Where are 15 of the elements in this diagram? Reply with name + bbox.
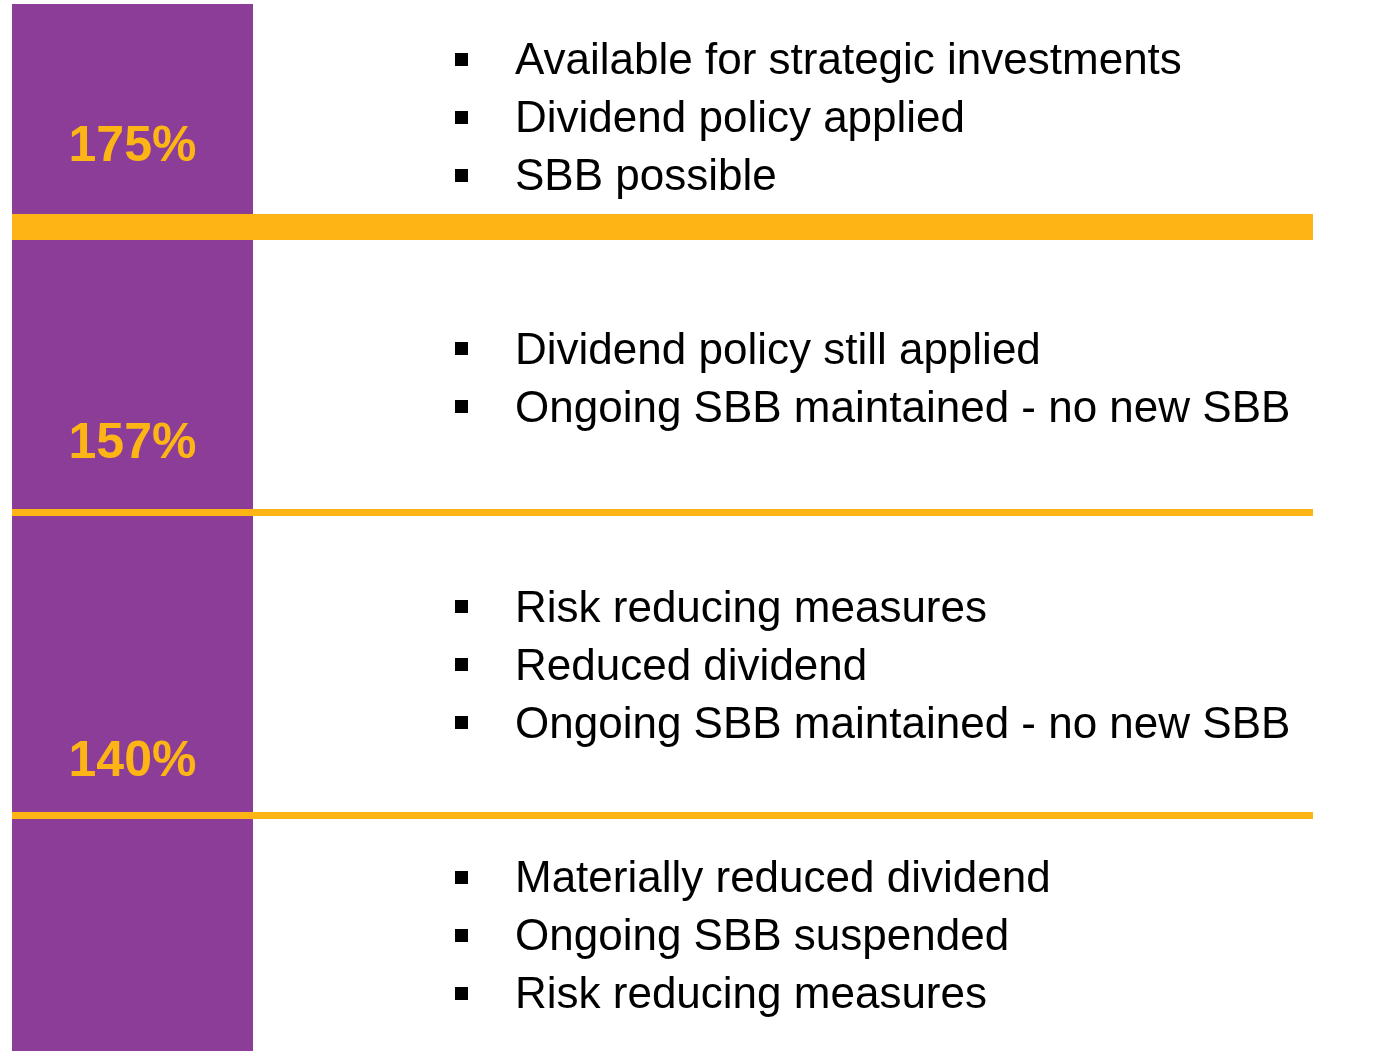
list-item-text: Reduced dividend [515, 638, 868, 691]
list-item-text: Materially reduced dividend [515, 851, 1051, 903]
list-item-text: Ongoing SBB maintained - no new SBB [515, 380, 1291, 433]
list-item-text: Dividend policy applied [515, 91, 966, 143]
list-item-text: Dividend policy still applied [515, 322, 1041, 375]
threshold-label: 175% [67, 115, 198, 173]
list-item-text: SBB possible [515, 149, 777, 201]
threshold-label: 140% [67, 730, 198, 788]
list-item-text: Risk reducing measures [515, 967, 987, 1019]
list-item-text: Available for strategic investments [515, 33, 1182, 85]
list-item-text: Ongoing SBB maintained - no new SBB [515, 696, 1291, 749]
threshold-bar [12, 214, 1313, 240]
threshold-label: 157% [67, 412, 198, 470]
list-item-text: Ongoing SBB suspended [515, 909, 1010, 961]
list-item-text: Risk reducing measures [515, 580, 987, 633]
